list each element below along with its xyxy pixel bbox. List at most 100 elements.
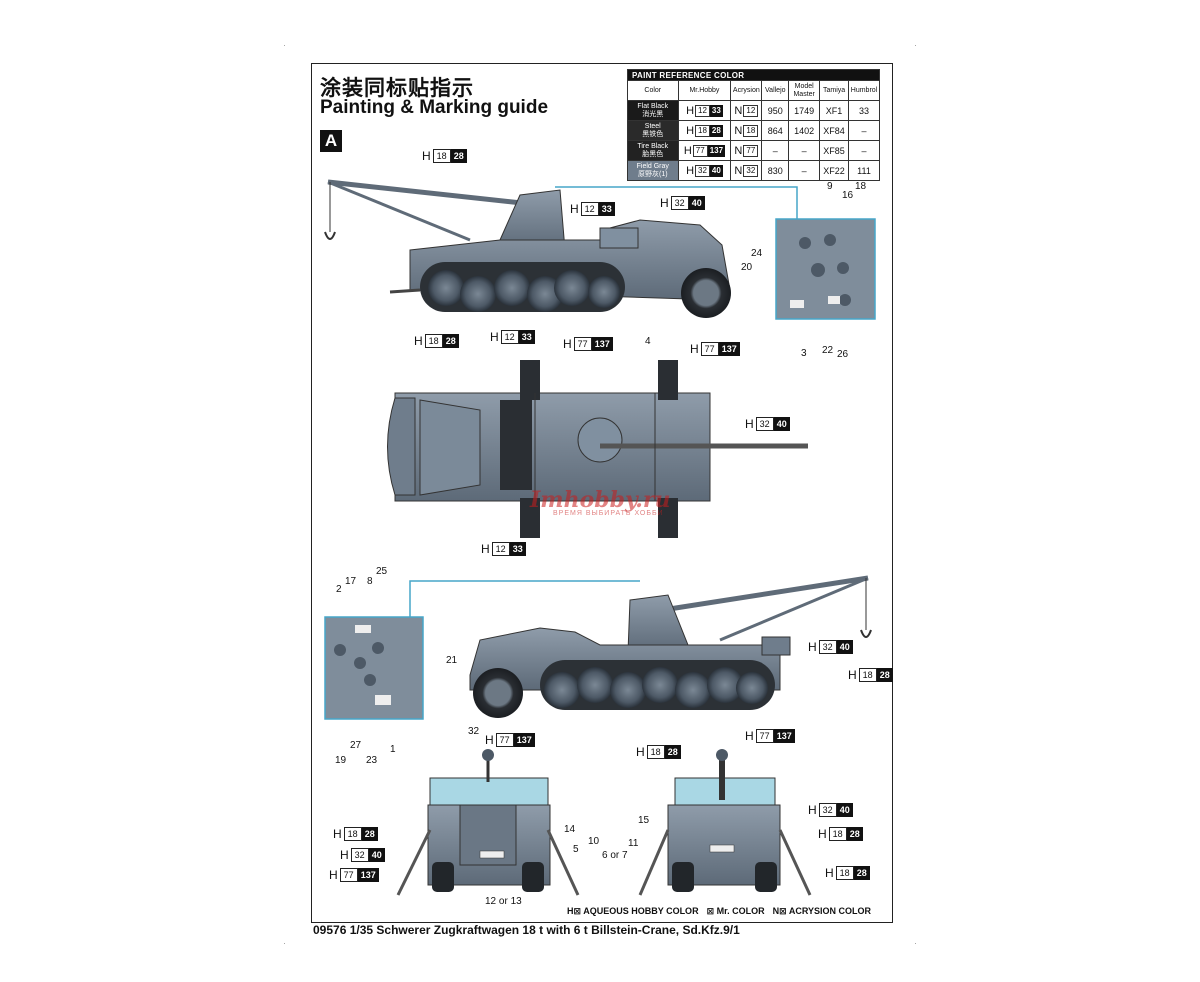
footer-product-title: 09576 1/35 Schwerer Zugkraftwagen 18 t w… (313, 923, 740, 937)
decal-number: 25 (376, 566, 388, 577)
decal-number: 3 (801, 348, 807, 359)
n-code: 32 (743, 164, 759, 177)
decal-number: 27 (350, 740, 362, 751)
decal-number: 11 (628, 838, 639, 849)
page-title: Painting & Marking guide (320, 97, 549, 118)
color-name: Field Gray (636, 162, 669, 170)
legend-mr-color: ⊠ Mr. COLOR (706, 906, 765, 916)
crop-mark: · (283, 938, 286, 948)
decal-number: 16 (842, 190, 854, 201)
decal-number: 32 (468, 726, 480, 737)
legend-acrysion: N⊠ ACRYSION COLOR (772, 906, 872, 916)
decal-number: 1 (390, 744, 396, 755)
decal-number: 6 or 7 (602, 850, 628, 861)
h-code: 12 (695, 104, 710, 117)
watermark-logo: Imhobby.ru (530, 487, 671, 513)
h-code: 32 (695, 164, 710, 177)
side-view-left (324, 179, 731, 318)
humbrol-code: – (848, 120, 880, 141)
color-name: Steel (644, 122, 661, 130)
decal-number: 22 (822, 345, 834, 356)
color-name-cn: 胎黑色 (642, 150, 664, 158)
n-code: 12 (743, 104, 759, 117)
n-code: 18 (743, 124, 759, 137)
page-title-chinese: 涂装同标贴指示 (320, 76, 474, 100)
color-name-cn: 黑铁色 (642, 130, 664, 138)
decal-number: 26 (837, 349, 849, 360)
watermark-tagline: ВРЕМЯ ВЫБИРАТЬ ХОББИ (553, 510, 664, 517)
crop-mark: · (914, 938, 917, 948)
decal-number: 5 (573, 844, 579, 855)
decal-number: 23 (366, 755, 378, 766)
decal-number: 4 (645, 336, 651, 347)
color-name-cn: 消光黑 (642, 110, 664, 118)
mr-code: 40 (709, 164, 723, 177)
h-code: 18 (695, 124, 710, 137)
decal-number: 18 (855, 181, 867, 192)
decal-number: 2 (336, 584, 342, 595)
decal-number: 19 (335, 755, 347, 766)
rear-view (638, 749, 812, 896)
decal-number: 10 (588, 836, 600, 847)
crop-mark: · (914, 40, 917, 50)
mr-code: 33 (709, 104, 723, 117)
section-badge: A (320, 130, 342, 152)
decal-number: 20 (741, 262, 753, 273)
color-legend: H⊠ AQUEOUS HOBBY COLOR ⊠ Mr. COLOR N⊠ AC… (567, 906, 871, 917)
humbrol-code: 111 (848, 160, 880, 181)
decal-number: 12 or 13 (485, 896, 522, 907)
decal-number: 8 (367, 576, 373, 587)
mr-code: 28 (709, 124, 723, 137)
decal-number: 17 (345, 576, 357, 587)
decal-number: 9 (827, 181, 833, 192)
col-header: Humbrol (848, 80, 880, 101)
decal-number: 15 (638, 815, 650, 826)
top-view (387, 360, 808, 538)
side-view-right (469, 575, 872, 718)
legend-aqueous: H⊠ AQUEOUS HOBBY COLOR (567, 906, 699, 916)
n-code: 77 (743, 144, 759, 157)
decal-number: 24 (751, 248, 763, 259)
detail-inset-left (324, 616, 424, 720)
paint-reference-table: PAINT REFERENCE COLOR Color Mr.Hobby Acr… (627, 69, 880, 181)
decal-number: 21 (446, 655, 458, 666)
color-name-cn: 原野灰(1) (637, 170, 668, 178)
crop-mark: · (283, 40, 286, 50)
color-name: Flat Black (637, 102, 669, 110)
decal-number: 14 (564, 824, 576, 835)
h-code: 77 (692, 144, 708, 157)
front-view (396, 749, 580, 896)
color-name: Tire Black (637, 142, 669, 150)
vallejo-code: 830 (761, 160, 790, 181)
mr-code: 137 (707, 144, 726, 157)
